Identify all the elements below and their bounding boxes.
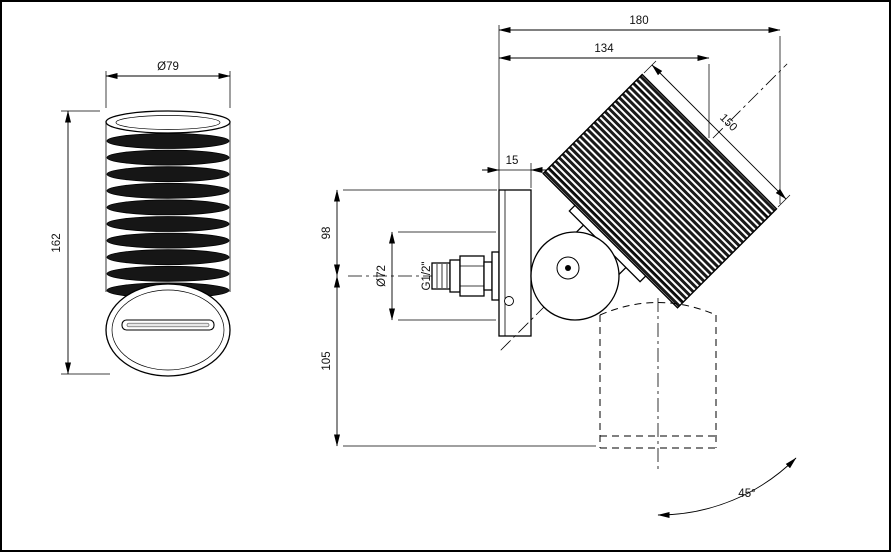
flange: [491, 251, 500, 301]
dimension-tilt-angle: 45°: [657, 457, 797, 519]
dimension-plate-thickness: 15: [482, 155, 548, 188]
wall-plate: [498, 189, 532, 337]
rib: [106, 249, 230, 266]
front-view: Ø79 162: [51, 61, 231, 377]
pivot-screw-center: [565, 265, 571, 271]
dimension-total-width: 180: [498, 15, 781, 204]
plate-body: [498, 189, 532, 337]
bottom-face: [105, 283, 231, 377]
alternate-position-dashed: [599, 298, 717, 470]
dim-label-diameter: Ø79: [157, 61, 179, 73]
extension-line: [643, 60, 657, 74]
rib: [106, 149, 230, 166]
spray-head-tilted: [500, 63, 788, 351]
ribbed-body: [105, 110, 231, 299]
dim-label-plate-thickness: 15: [506, 155, 519, 167]
rib: [106, 166, 230, 183]
supply-connector: [431, 251, 500, 301]
dim-label-total-width: 180: [629, 15, 648, 27]
rib: [106, 133, 230, 149]
top-cap: [105, 110, 231, 134]
dim-label-head-offset: 134: [594, 43, 614, 55]
rib: [106, 182, 230, 199]
dim-label-tilt-angle: 45°: [738, 488, 755, 500]
dimension-diameter: Ø79: [105, 61, 231, 108]
rib: [106, 216, 230, 232]
rib: [106, 265, 230, 282]
spray-slot-inner: [126, 322, 210, 328]
top-cap-rim: [115, 115, 221, 130]
rib: [106, 232, 230, 249]
dashed-joint-arc: [599, 302, 717, 316]
extension-line: [777, 194, 791, 208]
rib: [106, 199, 230, 216]
spacer: [483, 261, 493, 291]
dim-label-upper-height: 98: [321, 227, 333, 240]
dimension-height: 162: [51, 110, 110, 375]
dim-label-height: 162: [51, 233, 63, 252]
dimension-upper-height: 98: [321, 189, 497, 277]
head-face-rim: [633, 82, 769, 218]
dimension-lower-height: 105: [321, 275, 596, 447]
head-back-rim: [548, 167, 684, 303]
ball-joint: [530, 231, 620, 321]
hex-nut: [459, 255, 485, 297]
side-view: 180 134 150 15 98: [321, 15, 797, 519]
head-ribbed-body: [542, 73, 778, 309]
plate-screw: [504, 296, 514, 306]
dim-label-lower-height: 105: [321, 351, 333, 370]
collar: [449, 259, 461, 293]
face-rim: [111, 289, 225, 371]
angle-arc: [657, 457, 797, 519]
